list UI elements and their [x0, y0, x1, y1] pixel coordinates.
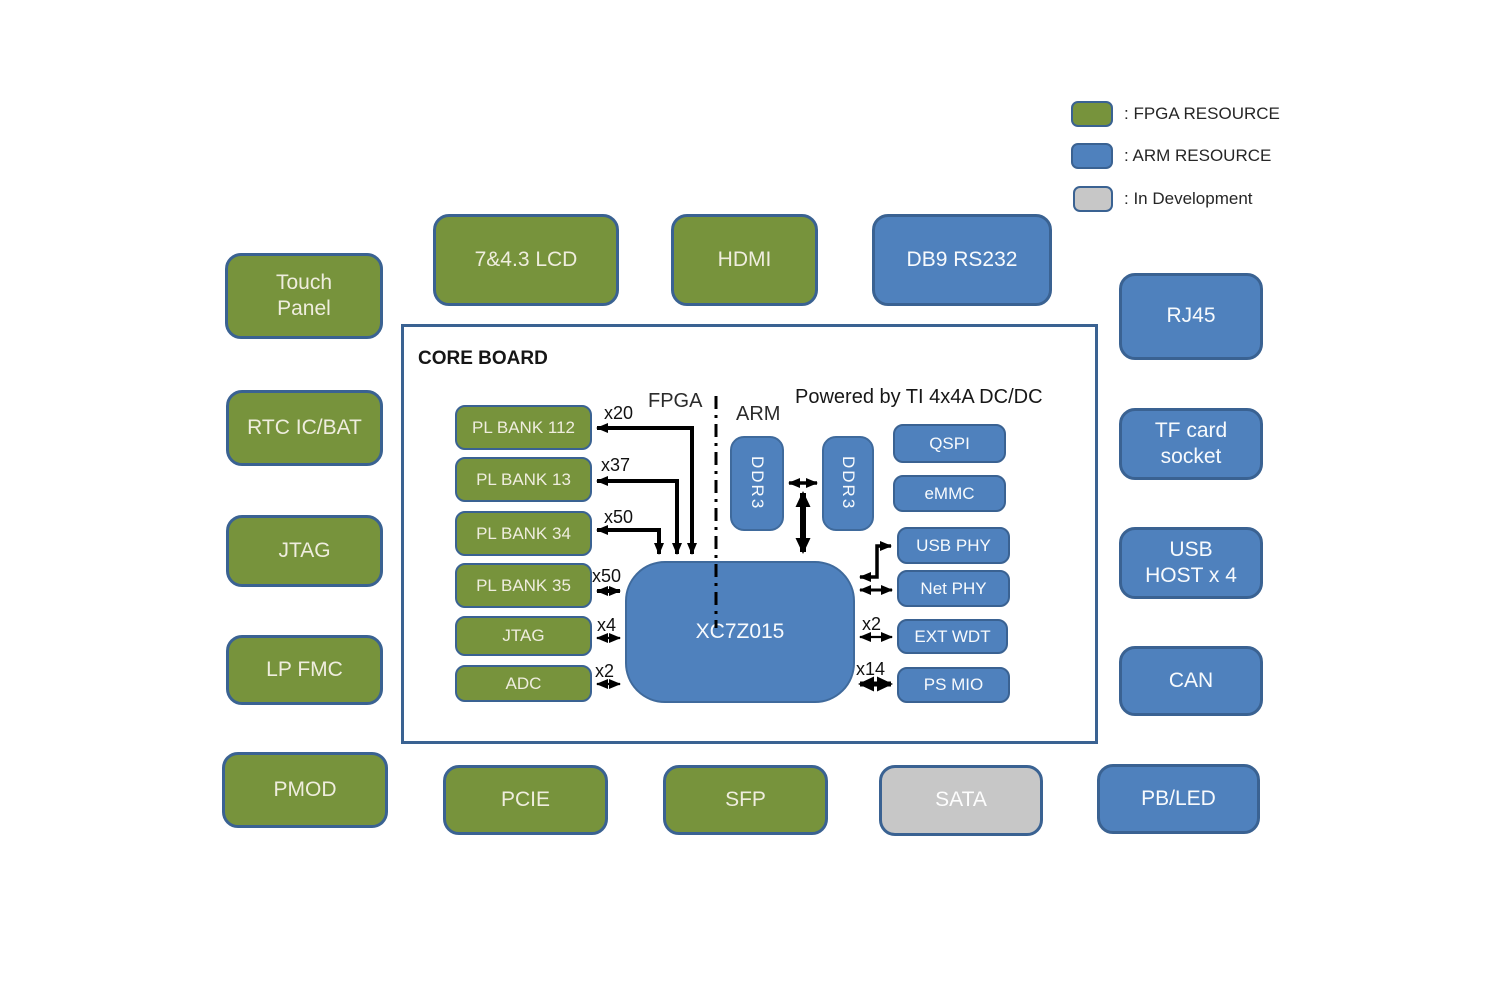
block-ddr3-right-label: DDR3 — [839, 456, 858, 511]
block-pl-bank-13-label: PL BANK 13 — [476, 469, 571, 489]
block-pl-bank-112-label: PL BANK 112 — [471, 417, 575, 437]
bus-label-x50-a: x50 — [604, 507, 634, 527]
block-touch-panel: Touch Panel — [225, 253, 383, 339]
block-ext-wdt-label: EXT WDT — [914, 626, 991, 646]
block-db9-rs232-label: DB9 RS232 — [906, 247, 1018, 271]
block-rj45: RJ45 — [1119, 273, 1263, 360]
legend-label-dev: : In Development — [1124, 189, 1253, 208]
block-adc-label: ADC — [505, 673, 542, 693]
legend-swatch-arm — [1071, 143, 1113, 169]
legend-item-arm: : ARM RESOURCE — [1071, 143, 1271, 169]
block-jtag-int-label: JTAG — [502, 626, 545, 645]
block-rtc-label: RTC IC/BAT — [247, 415, 362, 439]
block-tf-card-label: TF card socket — [1154, 418, 1228, 468]
block-jtag-ext: JTAG — [226, 515, 383, 587]
block-pl-bank-13: PL BANK 13 — [455, 457, 592, 502]
block-ddr3-left: DDR3 — [730, 436, 784, 531]
block-sata: SATA — [879, 765, 1043, 836]
block-pl-bank-34-label: PL BANK 34 — [476, 523, 571, 543]
block-lp-fmc-label: LP FMC — [266, 657, 343, 681]
block-lp-fmc: LP FMC — [226, 635, 383, 705]
block-net-phy: Net PHY — [897, 570, 1010, 607]
block-pb-led-label: PB/LED — [1141, 786, 1216, 810]
block-hdmi: HDMI — [671, 214, 818, 306]
block-xc7z015-label: XC7Z015 — [695, 620, 785, 643]
legend-swatch-dev — [1073, 186, 1113, 212]
block-sfp: SFP — [663, 765, 828, 835]
arm-section-label: ARM — [736, 403, 781, 425]
legend-label-fpga: : FPGA RESOURCE — [1124, 104, 1280, 123]
block-ddr3-left-label: DDR3 — [748, 456, 767, 511]
block-xc7z015: XC7Z015 — [625, 561, 855, 703]
block-rj45-label: RJ45 — [1166, 304, 1216, 328]
block-rtc: RTC IC/BAT — [226, 390, 383, 466]
block-pl-bank-112: PL BANK 112 — [455, 405, 592, 450]
fpga-section-label: FPGA — [648, 390, 703, 412]
block-ext-wdt: EXT WDT — [897, 619, 1008, 654]
bus-label-x4: x4 — [597, 615, 617, 635]
block-ps-mio: PS MIO — [897, 667, 1010, 703]
block-ps-mio-label: PS MIO — [923, 675, 984, 694]
block-can-label: CAN — [1168, 668, 1214, 692]
block-ddr3-right: DDR3 — [822, 436, 874, 531]
block-adc: ADC — [455, 665, 592, 702]
block-usb-phy-label: USB PHY — [916, 535, 991, 555]
block-touch-panel-label: Touch Panel — [275, 270, 333, 320]
legend-item-fpga: : FPGA RESOURCE — [1071, 101, 1280, 127]
bus-label-x2-adc: x2 — [595, 661, 615, 681]
block-pmod: PMOD — [222, 752, 388, 828]
block-qspi-label: QSPI — [929, 433, 970, 453]
bus-label-x2-wdt: x2 — [862, 614, 882, 634]
legend-label-arm: : ARM RESOURCE — [1124, 146, 1272, 165]
block-hdmi-label: HDMI — [717, 247, 772, 271]
bus-label-x50-b: x50 — [592, 566, 622, 586]
block-sfp-label: SFP — [725, 787, 766, 811]
block-jtag-ext-label: JTAG — [278, 538, 331, 562]
block-can: CAN — [1119, 646, 1263, 716]
block-pcie-label: PCIE — [500, 787, 550, 811]
block-tf-card: TF card socket — [1119, 408, 1263, 480]
power-note: Powered by TI 4x4A DC/DC — [795, 386, 1043, 408]
legend-item-dev: : In Development — [1073, 186, 1253, 212]
block-pl-bank-35-label: PL BANK 35 — [476, 575, 571, 595]
block-qspi: QSPI — [893, 424, 1006, 463]
block-pcie: PCIE — [443, 765, 608, 835]
block-lcd: 7&4.3 LCD — [433, 214, 619, 306]
legend-swatch-fpga — [1071, 101, 1113, 127]
block-emmc: eMMC — [893, 475, 1006, 512]
block-usb-host: USB HOST x 4 — [1119, 527, 1263, 599]
block-lcd-label: 7&4.3 LCD — [474, 247, 578, 271]
block-jtag-int: JTAG — [455, 616, 592, 656]
bus-label-x20: x20 — [604, 403, 634, 423]
block-pl-bank-35: PL BANK 35 — [455, 563, 592, 608]
block-net-phy-label: Net PHY — [920, 578, 987, 598]
block-usb-host-label: USB HOST x 4 — [1145, 537, 1237, 587]
block-usb-phy: USB PHY — [897, 527, 1010, 564]
block-db9-rs232: DB9 RS232 — [872, 214, 1052, 306]
block-emmc-label: eMMC — [924, 483, 975, 503]
bus-label-x14: x14 — [856, 659, 886, 679]
bus-label-x37: x37 — [601, 455, 631, 475]
block-pl-bank-34: PL BANK 34 — [455, 511, 592, 556]
core-board-title: CORE BOARD — [418, 348, 548, 369]
block-pmod-label: PMOD — [273, 777, 337, 801]
block-sata-label: SATA — [935, 788, 987, 812]
block-pb-led: PB/LED — [1097, 764, 1260, 834]
